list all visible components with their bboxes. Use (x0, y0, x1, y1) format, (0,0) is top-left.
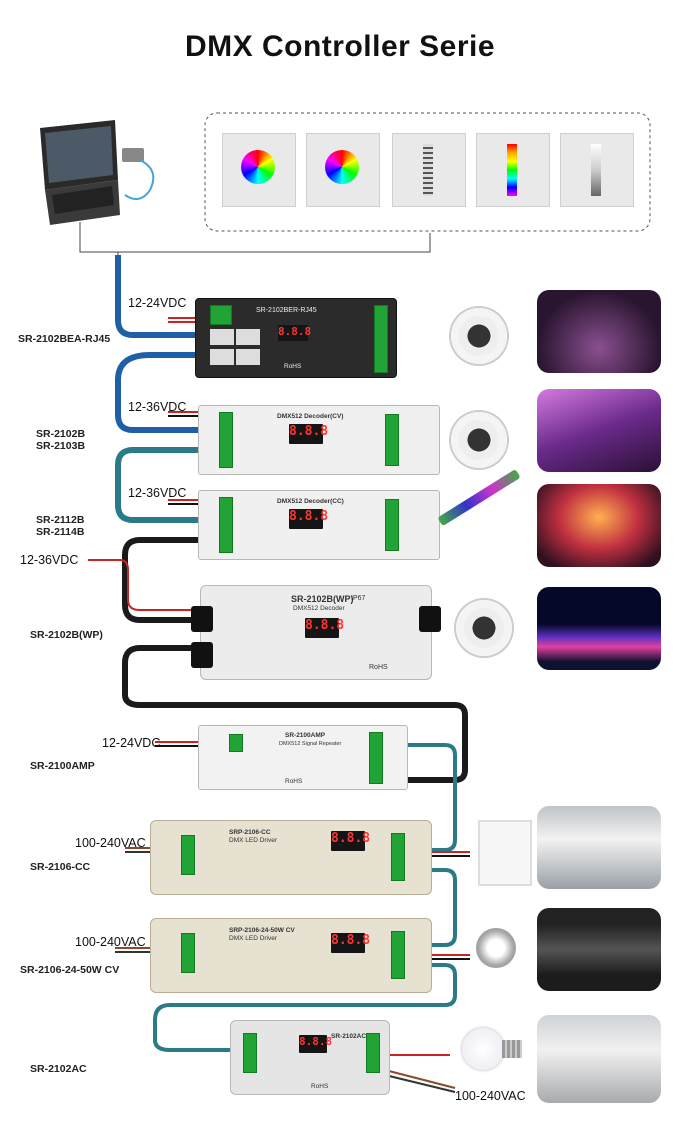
photo-scene (537, 484, 661, 567)
label-sr2102bwp: SR-2102B(WP) (30, 629, 103, 641)
label-sr2102ac: SR-2102AC (30, 1063, 87, 1075)
photo-scene (537, 1015, 661, 1103)
voltage-label: 100-240VAC (75, 935, 146, 949)
led-strip-icon (447, 404, 515, 472)
device-name: DMX512 Decoder(CV) (277, 413, 344, 420)
device-name: DMX512 Decoder(CC) (277, 498, 344, 505)
device-name: SR-2102AC (331, 1033, 367, 1040)
label-sr2103b: SR-2103B (36, 440, 86, 452)
voltage-label: 12-24VDC (128, 296, 187, 310)
rohs-mark: RoHS (311, 1083, 329, 1090)
voltage-label: 100-240VAC (455, 1089, 526, 1103)
downlight-icon (472, 924, 520, 974)
photo-scene (537, 389, 661, 472)
led-strip-icon (447, 300, 515, 368)
label-sr2102bea: SR-2102BEA-RJ45 (18, 333, 111, 345)
segment-display: 8.8.8 (331, 933, 370, 953)
segment-display: 8.8.8 (289, 509, 328, 529)
photo-scene (537, 290, 661, 373)
segment-display: 8.8.8 (331, 831, 370, 851)
voltage-label: 12-24VDC (102, 736, 161, 750)
voltage-label: 100-240VAC (75, 836, 146, 850)
photo-scene (537, 806, 661, 889)
label-sr210624: SR-2106-24-50W CV (20, 964, 120, 976)
device-name: SR-2102B(WP) (291, 594, 354, 604)
voltage-label: 12-36VDC (128, 486, 187, 500)
photo-scene (537, 587, 661, 670)
wall-panel-icon (392, 133, 466, 207)
rohs-mark: RoHS (284, 363, 302, 370)
device-name: SRP-2106-24-50W CV (229, 927, 295, 934)
device-name: SR-2100AMP (285, 732, 326, 739)
device-sr2102b-wp: SR-2102B(WP) IP67 DMX512 Decoder 8.8.8 R… (191, 585, 441, 680)
panel-light-icon (478, 820, 532, 886)
ip-rating: IP67 (351, 595, 366, 602)
device-sr2102ac: 8.8.8 SR-2102AC RoHS (230, 1020, 390, 1095)
bulb-icon (458, 1024, 528, 1074)
wall-panel-icon (476, 133, 550, 207)
device-srp2106-24-50w-cv: SRP-2106-24-50W CV DMX LED Driver 8.8.8 (150, 918, 432, 993)
label-sr2100amp: SR-2100AMP (30, 760, 95, 772)
device-sr2102ber-rj45: SR-2102BER-RJ45 8.8.8 RoHS (195, 298, 397, 378)
laptop-icon (40, 120, 155, 225)
device-dmx512-decoder-cc: DMX512 Decoder(CC) 8.8.8 (198, 490, 440, 560)
label-sr2102b: SR-2102B (36, 428, 86, 440)
segment-display: 8.8.8 (289, 424, 328, 444)
device-dmx512-decoder-cv: DMX512 Decoder(CV) 8.8.8 (198, 405, 440, 475)
segment-display: 8.8.8 (278, 325, 311, 341)
wall-panel-icon (306, 133, 380, 207)
device-srp2106-cc: SRP-2106-CC DMX LED Driver 8.8.8 (150, 820, 432, 895)
label-sr2106cc: SR-2106-CC (30, 861, 91, 873)
wall-washer-icon (437, 469, 522, 554)
device-sr2100amp: SR-2100AMP DMX512 Signal Repeater RoHS (198, 725, 408, 790)
wall-panel-icon (560, 133, 634, 207)
device-subtitle: DMX LED Driver (229, 837, 278, 844)
led-strip-icon (452, 592, 520, 660)
device-name: SR-2102BER-RJ45 (256, 307, 317, 314)
page-title: DMX Controller Serie (184, 30, 496, 63)
voltage-label: 12-36VDC (128, 400, 187, 414)
wall-panel-icon (222, 133, 296, 207)
segment-display: 8.8.8 (305, 618, 344, 638)
label-sr2114b: SR-2114B (36, 526, 85, 538)
label-sr2112b: SR-2112B (36, 514, 85, 526)
photo-scene (537, 908, 661, 991)
rohs-mark: RoHS (285, 778, 303, 785)
segment-display: 8.8.8 (299, 1035, 332, 1053)
device-subtitle: DMX LED Driver (229, 935, 278, 942)
voltage-label: 12-36VDC (20, 553, 79, 567)
device-name: SRP-2106-CC (229, 829, 271, 836)
device-subtitle: DMX512 Decoder (293, 605, 345, 612)
device-subtitle: DMX512 Signal Repeater (279, 741, 342, 747)
rohs-mark: RoHS (369, 664, 388, 671)
